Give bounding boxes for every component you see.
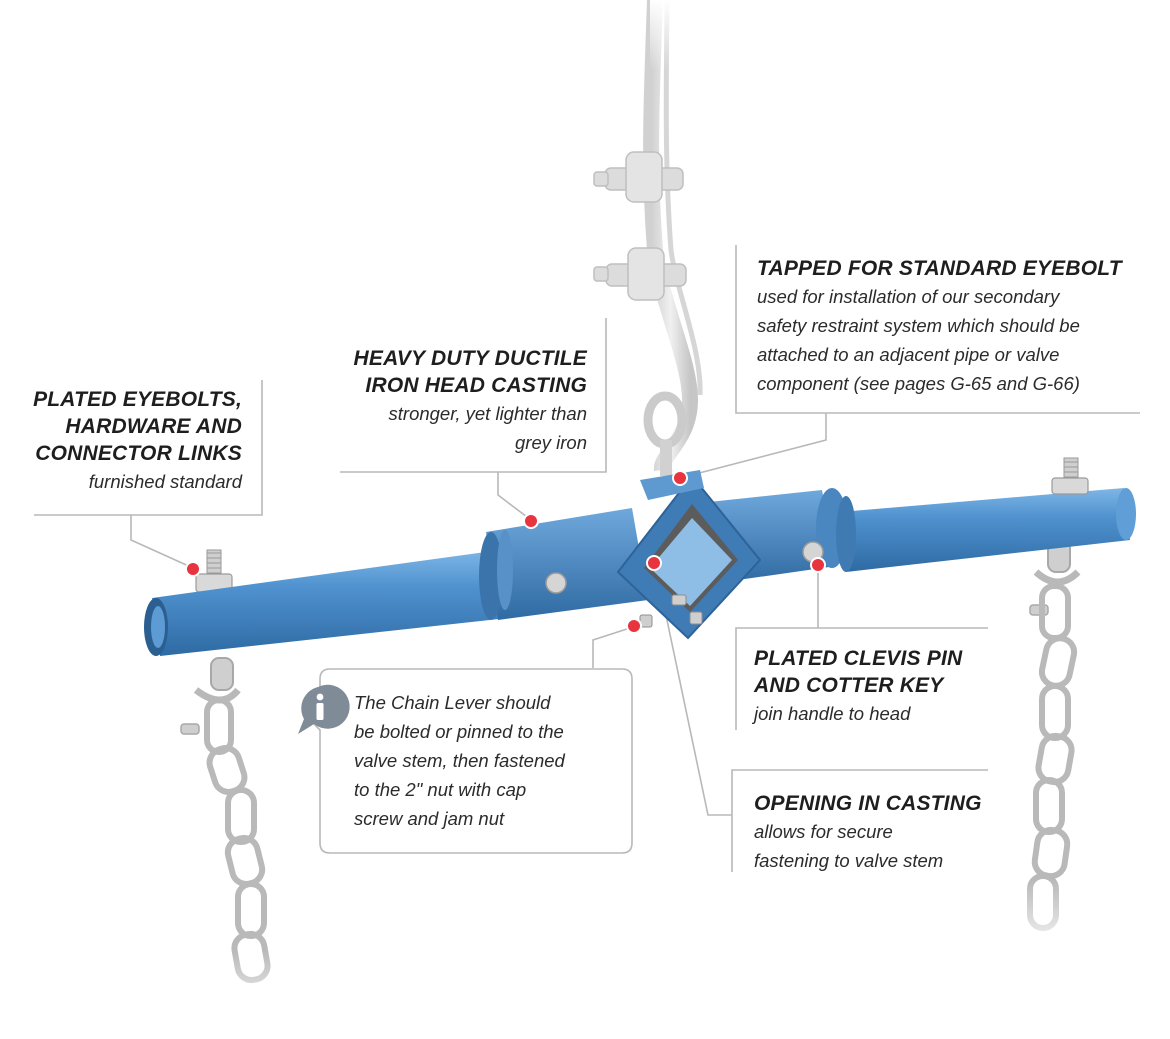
casting-desc-line: grey iron [515, 432, 587, 453]
left-eyebolt-hardware [195, 549, 233, 593]
leader-tapped-pointer [679, 413, 827, 479]
eyebolts-title-line: CONNECTOR LINKS [35, 442, 242, 465]
left-handle-pipe [144, 550, 508, 656]
eyebolts-title: PLATED EYEBOLTS, HARDWARE AND CONNECTOR … [20, 386, 242, 467]
callout-eyebolts: PLATED EYEBOLTS, HARDWARE AND CONNECTOR … [20, 386, 242, 496]
opening-desc-line: allows for secure [754, 821, 893, 842]
eyebolts-title-line: HARDWARE AND [65, 415, 242, 438]
clevis-description: join handle to head [754, 699, 994, 728]
clevis-title-line: PLATED CLEVIS PIN [754, 647, 963, 670]
note-line: to the 2" nut with cap [354, 779, 527, 800]
tapped-description: used for installation of our secondary s… [757, 282, 1137, 398]
cap-screw [639, 594, 703, 628]
callout-tapped-eyebolt: TAPPED FOR STANDARD EYEBOLT used for ins… [757, 255, 1137, 398]
clevis-title: PLATED CLEVIS PIN AND COTTER KEY [754, 645, 994, 699]
leader-clevis [735, 627, 988, 730]
leader-opening-pointer [654, 562, 732, 816]
clevis-title-line: AND COTTER KEY [754, 674, 944, 697]
tapped-desc-line: safety restraint system which should be [757, 315, 1080, 336]
casting-desc-line: stronger, yet lighter than [388, 403, 587, 424]
eyebolts-desc-line: furnished standard [88, 471, 242, 492]
eyebolts-title-line: PLATED EYEBOLTS, [33, 388, 242, 411]
leader-casting-pointer [497, 472, 532, 521]
opening-title: OPENING IN CASTING [754, 790, 994, 817]
leader-tapped [735, 245, 1140, 414]
note-box [308, 668, 633, 854]
left-chain [180, 657, 290, 1030]
eye-loop [643, 391, 687, 449]
note-line: screw and jam nut [354, 808, 505, 829]
callout-opening: OPENING IN CASTING allows for secure fas… [754, 790, 994, 875]
right-chain [1000, 539, 1110, 960]
marker-eyebolts [185, 561, 201, 577]
casting-title: HEAVY DUTY DUCTILE IRON HEAD CASTING [332, 345, 587, 399]
eyebolts-description: furnished standard [20, 467, 242, 496]
leader-casting [340, 318, 607, 473]
tapped-desc-line: component (see pages G-65 and G-66) [757, 373, 1080, 394]
marker-clevis [810, 557, 826, 573]
tapped-title: TAPPED FOR STANDARD EYEBOLT [757, 255, 1137, 282]
info-icon [298, 684, 350, 734]
marker-note [626, 618, 642, 634]
right-eyebolt-hardware [1051, 457, 1089, 495]
leader-lines [34, 245, 1140, 872]
callout-clevis-pin: PLATED CLEVIS PIN AND COTTER KEY join ha… [754, 645, 994, 728]
head-casting [479, 470, 856, 640]
marker-casting [523, 513, 539, 529]
callout-markers [185, 470, 826, 634]
callout-head-casting: HEAVY DUTY DUCTILE IRON HEAD CASTING str… [332, 345, 587, 457]
leader-opening [731, 769, 988, 872]
opening-desc-line: fastening to valve stem [754, 850, 944, 871]
tapped-desc-line: attached to an adjacent pipe or valve [757, 344, 1060, 365]
marker-tapped [672, 470, 688, 486]
wire-clip-lower [593, 247, 687, 301]
installation-note: The Chain Lever should be bolted or pinn… [354, 688, 619, 833]
suspension-cable [593, 0, 703, 476]
note-line: be bolted or pinned to the [354, 721, 564, 742]
note-line: valve stem, then fastened [354, 750, 565, 771]
eyebolt-shank [660, 440, 672, 476]
casting-description: stronger, yet lighter than grey iron [332, 399, 587, 457]
opening-title-line: OPENING IN CASTING [754, 792, 982, 815]
opening-description: allows for secure fastening to valve ste… [754, 817, 994, 875]
casting-title-line: HEAVY DUTY DUCTILE [353, 347, 587, 370]
right-handle-pipe [840, 488, 1136, 572]
marker-opening [646, 555, 662, 571]
tapped-desc-line: used for installation of our secondary [757, 286, 1060, 307]
leader-note-pointer [592, 626, 634, 668]
wire-clip-upper [593, 151, 684, 203]
leader-eyebolts-pointer [130, 515, 194, 569]
casting-title-line: IRON HEAD CASTING [365, 374, 587, 397]
leader-eyebolts [34, 380, 263, 516]
tapped-title-line: TAPPED FOR STANDARD EYEBOLT [757, 257, 1122, 280]
clevis-pin-left [545, 572, 567, 594]
clevis-desc-line: join handle to head [754, 703, 911, 724]
note-line: The Chain Lever should [354, 692, 551, 713]
